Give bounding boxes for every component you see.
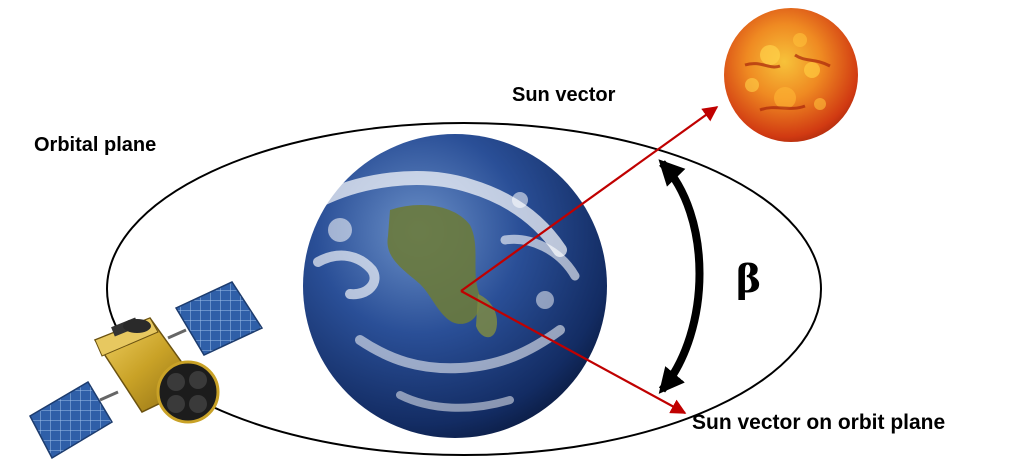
orbit-ellipse	[106, 122, 822, 456]
projection-vector-arrow	[460, 290, 687, 414]
sun-vector-label: Sun vector	[512, 84, 616, 106]
sun-icon	[724, 8, 858, 142]
satellite-icon	[29, 281, 264, 460]
beta-angle-label: β	[736, 256, 762, 301]
beta-angle-arc	[658, 159, 704, 394]
earth-icon	[303, 134, 607, 438]
sun-vector-arrow	[460, 106, 719, 292]
sun-vector-projection-label: Sun vector on orbit plane	[692, 411, 946, 434]
orbital-plane-label: Orbital plane	[34, 134, 157, 156]
